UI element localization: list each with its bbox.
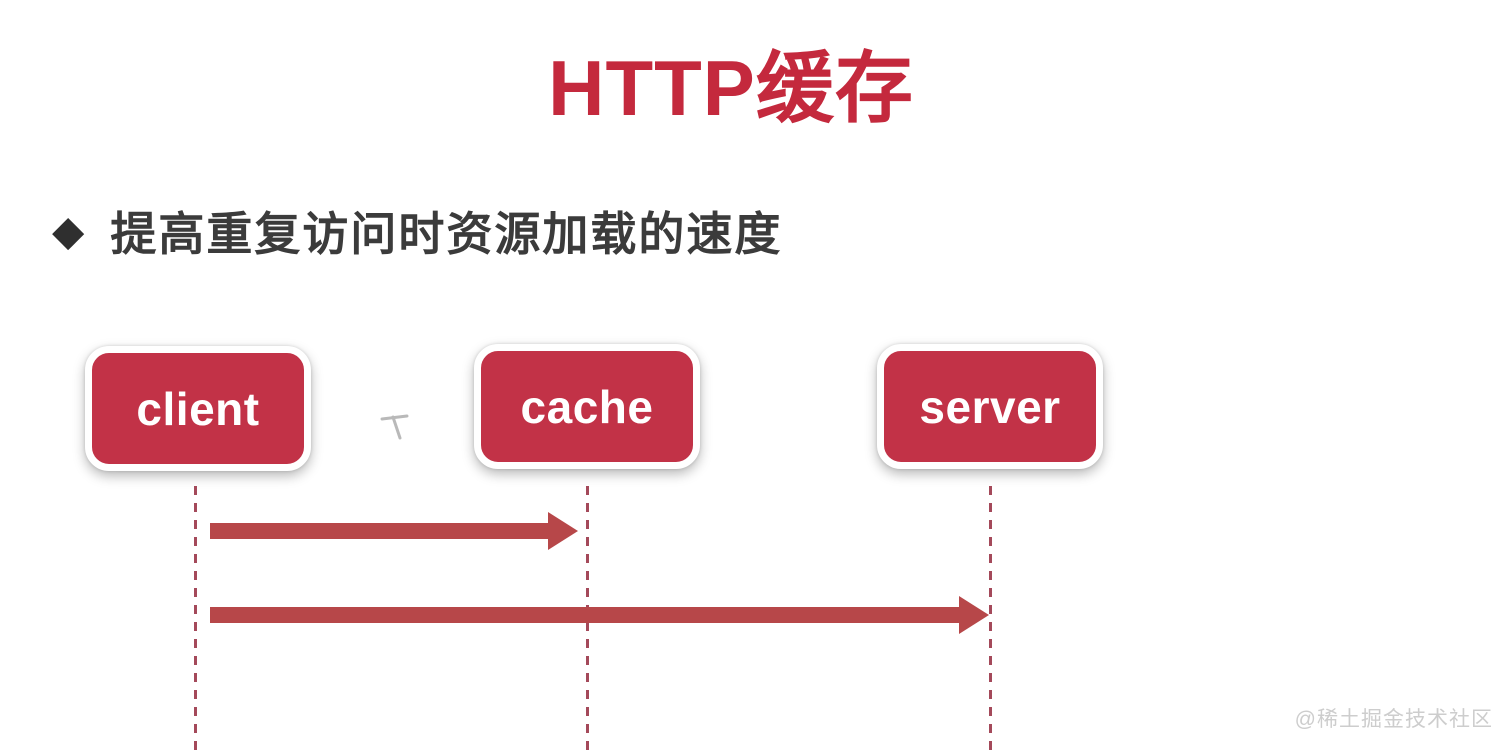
node-cache-label: cache [520,380,654,433]
arrow-head-icon [959,596,989,634]
node-client-label: client [136,382,260,435]
lifeline-server [989,486,992,753]
diamond-bullet-icon: ◆ [52,207,85,254]
node-cache: cache [474,344,700,469]
arrow-client-to-server [210,596,989,634]
arrow-shaft [210,607,963,623]
node-server: server [877,344,1103,469]
arrow-head-icon [548,512,578,550]
lifeline-client [194,486,197,753]
node-client: client [85,346,311,471]
arrow-shaft [210,523,552,539]
watermark: @稀土掘金技术社区 [1294,708,1493,731]
bullet-point: ◆ 提高重复访问时资源加载的速度 [52,198,782,264]
arrow-client-to-cache [210,512,578,550]
node-server-label: server [919,380,1061,433]
mouse-cursor-icon [380,414,409,440]
bullet-text: 提高重复访问时资源加载的速度 [110,208,783,260]
page-title: HTTP缓存 [548,44,914,132]
